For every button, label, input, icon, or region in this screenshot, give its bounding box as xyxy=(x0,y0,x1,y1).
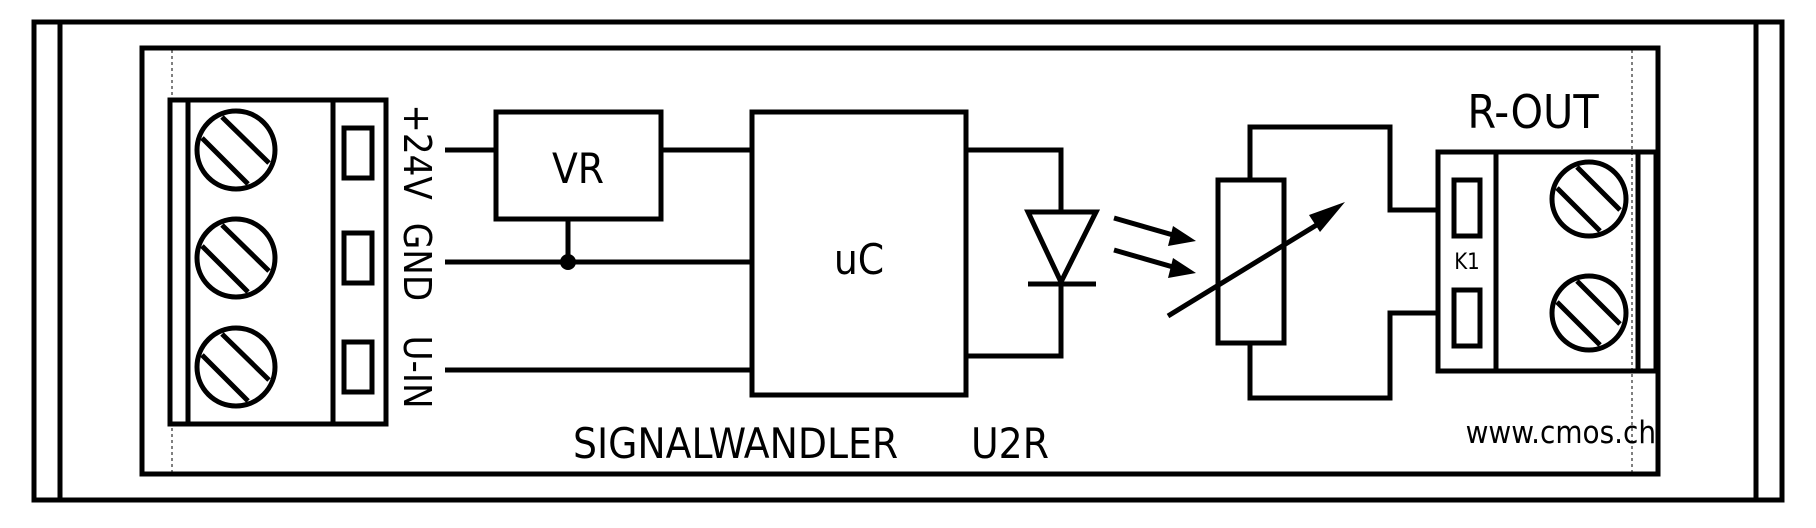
microcontroller-label: uC xyxy=(834,235,884,284)
terminal-screw-24v xyxy=(194,108,278,192)
input-terminal-block xyxy=(167,97,389,427)
pin-label-uin: U-IN xyxy=(395,335,439,408)
circuit-wires xyxy=(445,124,1438,401)
relay-label-k1: K1 xyxy=(1454,250,1480,275)
photoresistor-symbol xyxy=(1166,177,1345,346)
website-label: www.cmos.ch xyxy=(1466,415,1656,451)
light-emission-arrows xyxy=(1113,215,1196,278)
terminal-screw-uin xyxy=(194,325,278,409)
output-label-r-out: R-OUT xyxy=(1467,85,1599,139)
output-terminal-block xyxy=(1435,149,1659,374)
microcontroller-block xyxy=(749,109,969,398)
gnd-junction-dot xyxy=(560,254,576,270)
output-screw-top xyxy=(1549,159,1629,239)
device-name-label: SIGNALWANDLER xyxy=(573,419,898,468)
output-screw-bottom xyxy=(1549,273,1629,353)
terminal-screw-gnd xyxy=(194,216,278,300)
voltage-regulator-label: VR xyxy=(552,144,604,193)
housing-outline xyxy=(31,19,1785,503)
device-model-label: U2R xyxy=(971,419,1049,468)
pin-label-gnd: GND xyxy=(395,223,439,301)
led-symbol xyxy=(1024,209,1101,288)
pin-label-24v: +24V xyxy=(395,104,439,200)
voltage-regulator-block xyxy=(493,109,664,222)
